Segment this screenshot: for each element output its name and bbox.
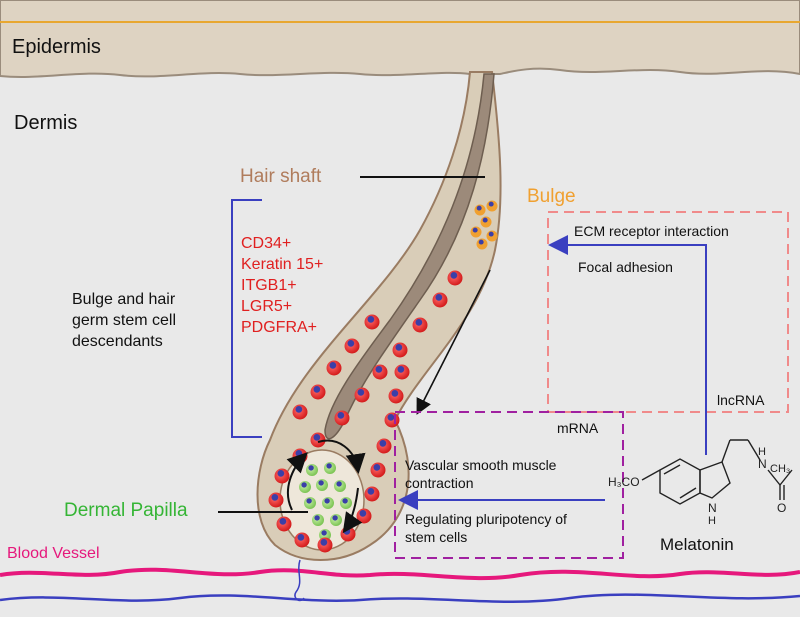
melatonin-structure bbox=[641, 439, 793, 505]
cell-nucleus bbox=[306, 498, 312, 504]
cell-nucleus bbox=[478, 239, 484, 245]
epidermis-label: Epidermis bbox=[12, 36, 101, 58]
cell-nucleus bbox=[435, 294, 443, 301]
blood-vessel-label: Blood Vessel bbox=[7, 545, 100, 562]
mrna-box bbox=[394, 411, 624, 559]
marker-item: Keratin 15+ bbox=[241, 256, 324, 273]
cell-nucleus bbox=[301, 482, 307, 488]
circular-arrow-top bbox=[317, 439, 366, 474]
cell-nucleus bbox=[482, 217, 488, 223]
amide-n: N bbox=[758, 457, 767, 471]
cell-nucleus bbox=[488, 201, 494, 207]
cell-nucleus bbox=[367, 488, 375, 495]
descendants-label: Bulge and hair germ stem cell descendant… bbox=[72, 289, 176, 352]
cell-nucleus bbox=[391, 390, 399, 397]
cell-nucleus bbox=[375, 366, 383, 373]
mrna-item-line: Regulating pluripotency of bbox=[405, 511, 567, 527]
cell-nucleus bbox=[472, 227, 478, 233]
cell-nucleus bbox=[336, 481, 342, 487]
cell-nucleus bbox=[347, 340, 355, 347]
lncrna-tag: lncRNA bbox=[717, 392, 765, 408]
vein bbox=[0, 593, 800, 603]
blood-vessel bbox=[0, 567, 800, 581]
cell-nucleus bbox=[321, 530, 327, 536]
cell-nucleus bbox=[488, 231, 494, 237]
indole-n: N bbox=[708, 501, 717, 515]
lncrna-item-ecm: ECM receptor interaction bbox=[574, 223, 729, 239]
descendants-line: descendants bbox=[72, 333, 163, 350]
descendants-bracket bbox=[231, 199, 262, 438]
cell-nucleus bbox=[476, 205, 482, 211]
cell-nucleus bbox=[373, 464, 381, 471]
papilla-cells bbox=[299, 462, 352, 541]
marker-item: LGR5+ bbox=[241, 298, 293, 315]
mrna-item-line: contraction bbox=[405, 475, 474, 491]
hair-shaft bbox=[324, 73, 495, 440]
methoxy-group: H₃CO bbox=[608, 475, 640, 489]
cell-nucleus bbox=[450, 272, 458, 279]
cell-nucleus bbox=[359, 510, 367, 517]
melatonin-label: Melatonin bbox=[660, 535, 734, 554]
descendants-line: germ stem cell bbox=[72, 312, 177, 329]
cell-nucleus bbox=[277, 470, 285, 477]
cell-nucleus bbox=[367, 316, 375, 323]
cell-nucleus bbox=[314, 515, 320, 521]
dermis-label: Dermis bbox=[14, 112, 78, 134]
mrna-tag: mRNA bbox=[557, 420, 599, 436]
cell-nucleus bbox=[337, 412, 345, 419]
cell-nucleus bbox=[297, 534, 305, 541]
capillary-connection bbox=[294, 559, 305, 602]
cell-nucleus bbox=[320, 539, 328, 546]
cell-nucleus bbox=[271, 494, 279, 501]
dermal-papilla-label: Dermal Papilla bbox=[64, 500, 188, 521]
circular-arrow-right bbox=[342, 487, 363, 534]
cell-nucleus bbox=[324, 498, 330, 504]
indole-h: H bbox=[708, 515, 716, 527]
mrna-item-line: stem cells bbox=[405, 529, 468, 545]
cell-nucleus bbox=[295, 406, 303, 413]
bulge-migration-arrow bbox=[416, 269, 491, 415]
lncrna-box bbox=[547, 211, 789, 413]
mrna-item-line: Vascular smooth muscle bbox=[405, 457, 557, 473]
cell-nucleus bbox=[308, 465, 314, 471]
lncrna-arrow bbox=[548, 235, 707, 455]
marker-item: ITGB1+ bbox=[241, 277, 297, 294]
bulge-label: Bulge bbox=[527, 186, 576, 207]
cell-nucleus bbox=[279, 518, 287, 525]
cell-nucleus bbox=[318, 480, 324, 486]
marker-item: CD34+ bbox=[241, 235, 292, 252]
cell-nucleus bbox=[357, 389, 365, 396]
carbonyl-o: O bbox=[777, 501, 786, 515]
cell-nucleus bbox=[329, 362, 337, 369]
cell-nucleus bbox=[295, 450, 303, 457]
methyl-group: CH₃ bbox=[770, 463, 790, 475]
bulge-cells bbox=[470, 200, 498, 250]
cell-nucleus bbox=[395, 344, 403, 351]
marker-item: PDGFRA+ bbox=[241, 319, 318, 336]
mrna-item-pluripotency: Regulating pluripotency of stem cells bbox=[405, 510, 567, 546]
stem-cell-markers: CD34+ Keratin 15+ ITGB1+ LGR5+ PDGFRA+ bbox=[241, 233, 323, 338]
hair-shaft-label: Hair shaft bbox=[240, 166, 322, 187]
cell-nucleus bbox=[332, 515, 338, 521]
cell-nucleus bbox=[342, 498, 348, 504]
cell-nucleus bbox=[313, 434, 321, 441]
cell-nucleus bbox=[387, 414, 395, 421]
cell-nucleus bbox=[397, 366, 405, 373]
epidermis-layer bbox=[0, 0, 800, 78]
cell-nucleus bbox=[326, 463, 332, 469]
lncrna-item-focal: Focal adhesion bbox=[578, 259, 673, 275]
descendants-line: Bulge and hair bbox=[72, 291, 176, 308]
cell-nucleus bbox=[379, 440, 387, 447]
mrna-item-vascular: Vascular smooth muscle contraction bbox=[405, 456, 556, 492]
cell-nucleus bbox=[415, 319, 423, 326]
cell-nucleus bbox=[313, 386, 321, 393]
amide-h: H bbox=[758, 446, 766, 458]
circular-arrow-left bbox=[286, 452, 308, 511]
